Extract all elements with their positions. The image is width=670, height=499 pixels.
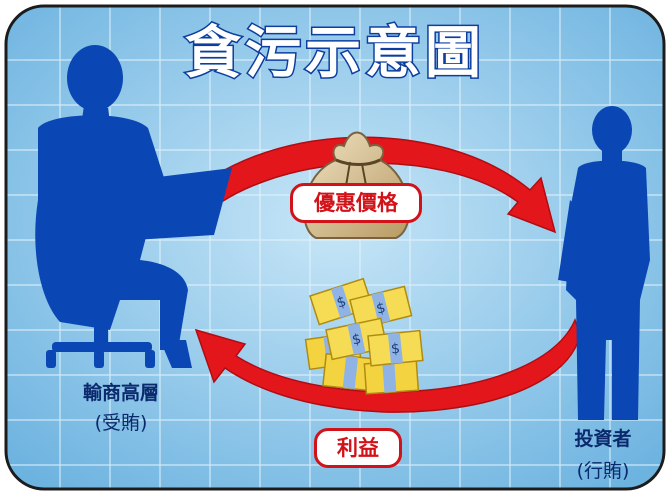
svg-text:$: $: [351, 331, 363, 349]
cash-stack-icon: $ $ $ $: [304, 277, 424, 395]
seated-person-laptop-icon: [35, 45, 232, 368]
bottom-arrow-label: 利益: [314, 428, 402, 468]
svg-text:$: $: [375, 300, 388, 318]
top-arrow: [176, 136, 557, 234]
right-party-role: (行賄): [576, 460, 630, 482]
top-arrow-label: 優惠價格: [290, 183, 422, 223]
left-party-name: 輸商高層: [82, 382, 159, 404]
right-party-name: 投資者: [574, 428, 632, 450]
left-party-role: (受賄): [94, 412, 148, 434]
svg-text:$: $: [390, 341, 401, 358]
bottom-arrow: [194, 317, 581, 413]
diagram-title: 貪污示意圖: [184, 20, 485, 88]
standing-person-icon: [558, 106, 650, 420]
